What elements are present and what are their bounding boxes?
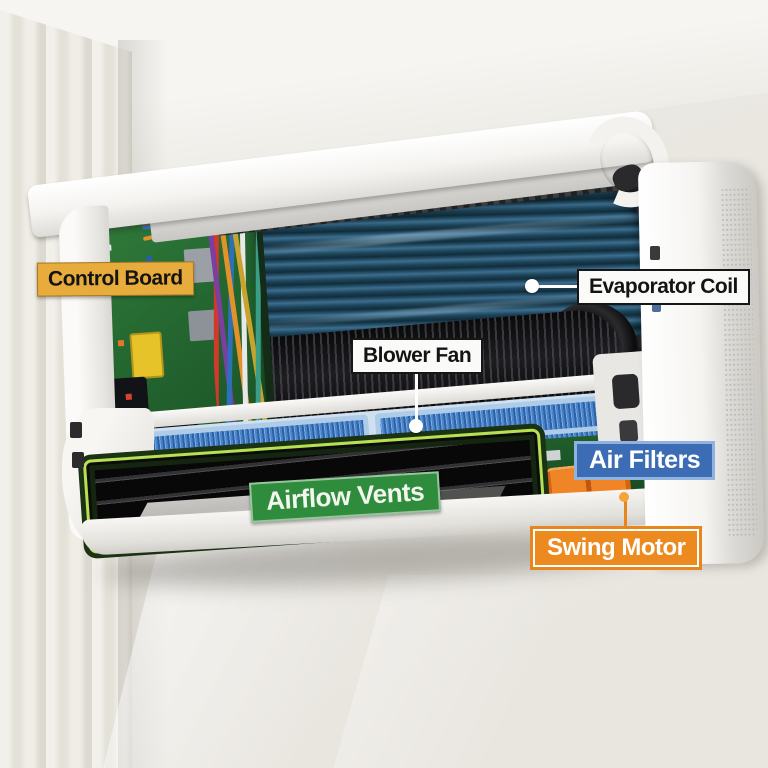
evaporator-coil-leader-dot (525, 279, 539, 293)
blower-fan-leader-dot (409, 419, 423, 433)
label-control-board: Control Board (36, 261, 194, 297)
label-evaporator-coil: Evaporator Coil (577, 269, 750, 306)
panel-sensor (652, 300, 661, 312)
swing-motor-leader-dot (619, 492, 629, 502)
label-blower-fan: Blower Fan (351, 338, 484, 375)
label-swing-motor: Swing Motor (533, 529, 700, 567)
housing-clip (70, 422, 82, 438)
panel-clip (650, 246, 660, 260)
swing-motor-leader-line (624, 500, 627, 532)
right-side-panel (637, 160, 765, 566)
label-air-filters: Air Filters (574, 441, 716, 480)
housing-clip (72, 452, 84, 468)
evaporator-coil-leader-line (533, 285, 579, 288)
blower-fan-leader-line (415, 372, 418, 424)
pcb-relay (129, 331, 165, 380)
